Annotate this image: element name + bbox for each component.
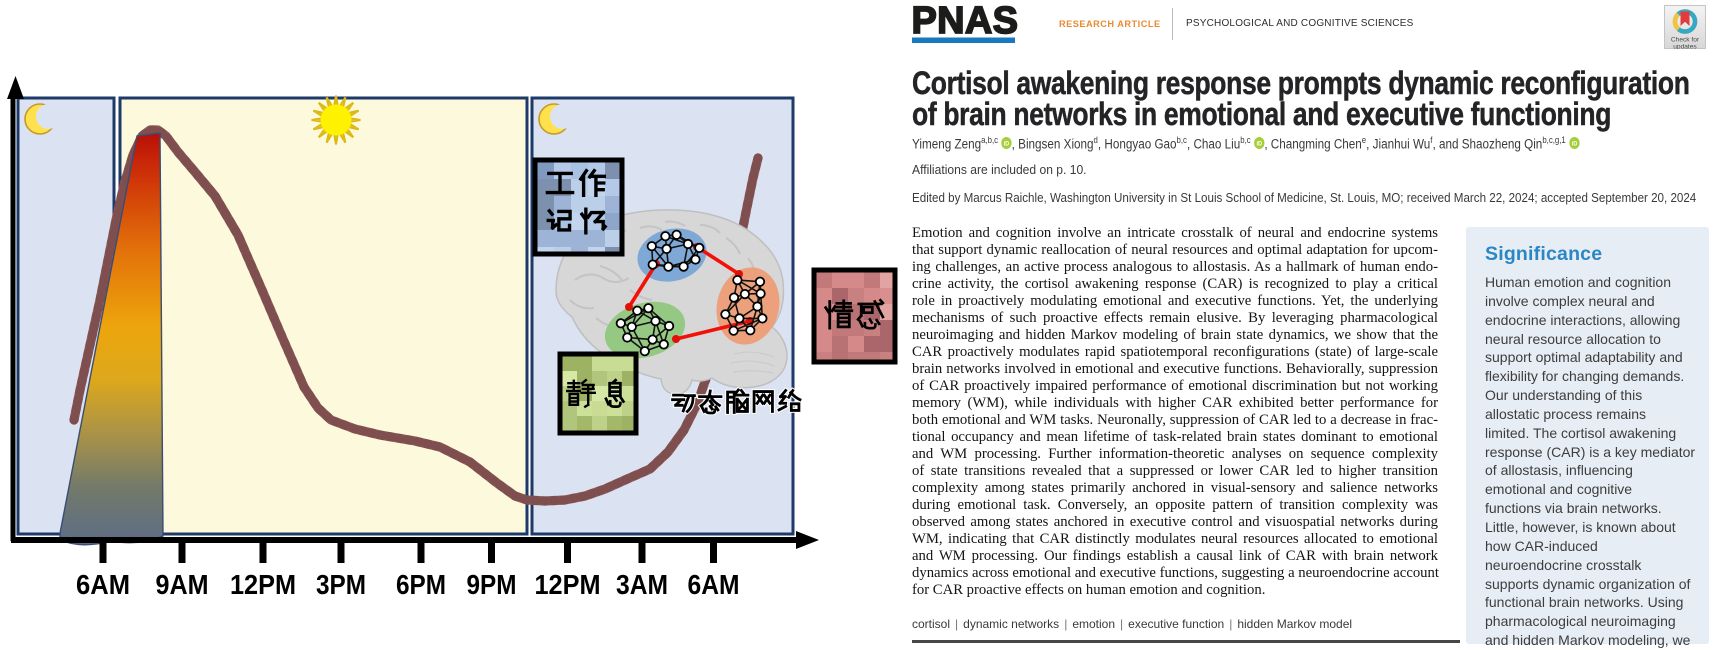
svg-text:12PM: 12PM [230, 569, 296, 600]
svg-text:iD: iD [1571, 140, 1577, 147]
svg-text:PNAS: PNAS [912, 0, 1019, 42]
svg-text:9PM: 9PM [467, 569, 517, 600]
svg-text:iD: iD [1256, 140, 1262, 147]
svg-text:9AM: 9AM [156, 569, 209, 600]
svg-text:12PM: 12PM [535, 569, 601, 600]
svg-text:3AM: 3AM [616, 569, 668, 600]
svg-text:6PM: 6PM [396, 569, 446, 600]
svg-text:3PM: 3PM [316, 569, 366, 600]
svg-text:updates: updates [1673, 44, 1697, 50]
svg-text:iD: iD [1004, 140, 1010, 147]
svg-text:Check for: Check for [1671, 37, 1700, 44]
svg-text:6AM: 6AM [688, 569, 740, 600]
svg-text:6AM: 6AM [76, 569, 130, 600]
